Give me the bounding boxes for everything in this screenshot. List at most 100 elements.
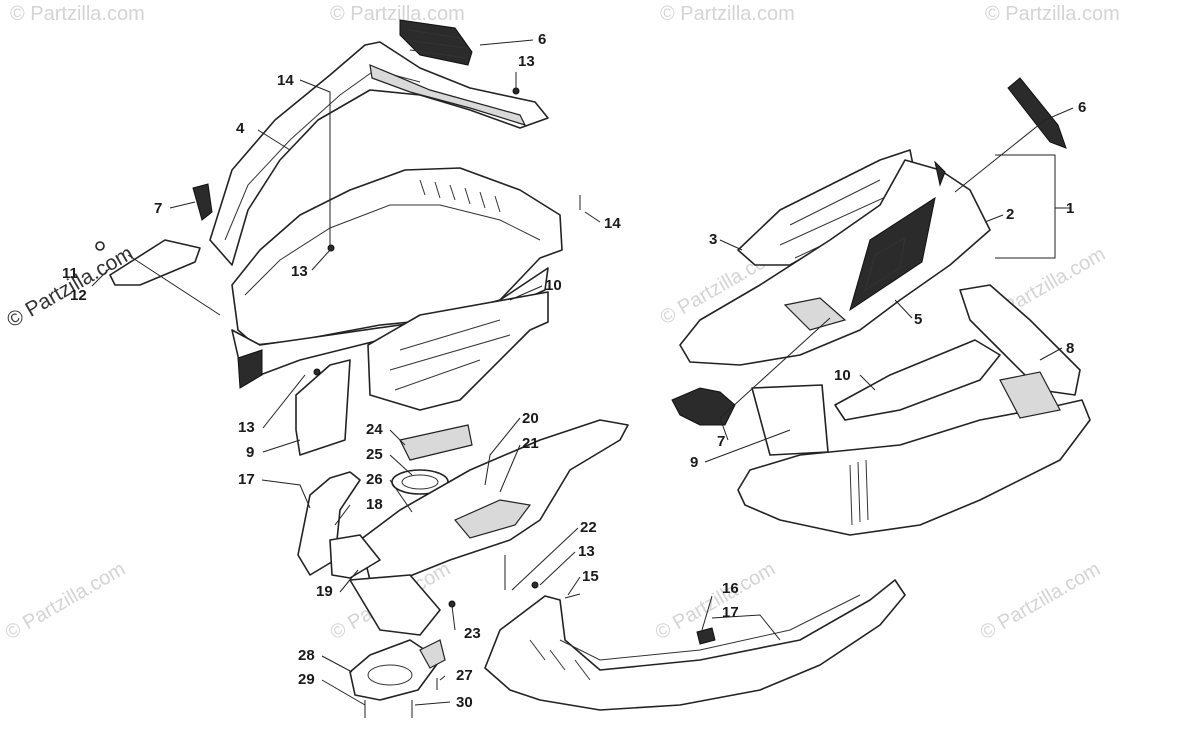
callout-16: 16 (722, 580, 739, 597)
callout-8: 8 (1066, 340, 1074, 357)
callout-13: 13 (578, 543, 595, 560)
callout-18: 18 (366, 496, 383, 513)
duct-ring-inner (401, 474, 439, 490)
leader-line (262, 439, 301, 453)
callout-11: 11 (62, 265, 78, 282)
leader-line (701, 595, 713, 631)
shroud-vent-opening (783, 297, 847, 331)
belly-pan-rail (559, 594, 861, 661)
leader-line (704, 429, 791, 463)
callout-28: 28 (298, 647, 315, 664)
callout-1: 1 (1066, 200, 1074, 217)
lower-duct-opening (367, 664, 413, 686)
callout-15: 15 (582, 568, 599, 585)
leader-line (339, 569, 359, 593)
callout-3: 3 (709, 231, 717, 248)
callout-2: 2 (1006, 206, 1014, 223)
callout-14: 14 (277, 72, 294, 89)
grille-part-right (1007, 77, 1067, 149)
belly-pan-main (484, 579, 906, 711)
foam-texture (389, 319, 511, 391)
leader-line (451, 605, 456, 631)
leader-lines (91, 39, 1074, 706)
side-deflector-18 (329, 534, 381, 579)
lower-shroud-8 (737, 399, 1091, 536)
hood-inner-edge (244, 204, 541, 296)
side-vent (192, 183, 213, 221)
leader-line (1039, 347, 1063, 361)
upper-side-panel (209, 41, 549, 266)
leader-line (539, 551, 576, 586)
callout-10: 10 (545, 277, 562, 294)
leader-line (439, 675, 446, 681)
leader-line (321, 679, 366, 706)
leader-line (389, 454, 413, 476)
callout-7: 7 (717, 433, 725, 450)
callout-9: 9 (690, 454, 698, 471)
leader-line (169, 201, 196, 209)
callout-25: 25 (366, 446, 383, 463)
leader-line (479, 39, 534, 46)
watermark: © Partzilla.com (10, 3, 145, 25)
watermark: © Partzilla.com (985, 3, 1120, 25)
watermark: © Partzilla.com (652, 558, 780, 644)
callout-19: 19 (316, 583, 333, 600)
leader-line (321, 655, 353, 673)
leader-line (334, 504, 351, 526)
callout-5: 5 (914, 311, 922, 328)
callout-14: 14 (604, 215, 621, 232)
foam-pad-10 (367, 291, 549, 411)
side-deflector-17 (297, 471, 361, 576)
leader-line (567, 576, 581, 596)
leader-line (414, 701, 451, 706)
leader-line (859, 374, 876, 391)
callout-12: 12 (70, 287, 87, 304)
side-vent-right (671, 387, 736, 426)
leader-line (484, 417, 521, 486)
leader-line (719, 239, 743, 251)
leader-line (389, 479, 413, 513)
callout-labels: 6 13 14 4 7 11 12 13 14 10 13 9 24 25 26… (62, 31, 1086, 711)
callout-13: 13 (238, 419, 255, 436)
callout-24: 24 (366, 421, 383, 438)
leader-line (584, 211, 601, 223)
leader-line (511, 527, 579, 591)
shroud-decal-5 (849, 196, 936, 312)
lower-shroud-vent (999, 371, 1061, 419)
leader-line (954, 107, 1074, 193)
watermark: © Partzilla.com (977, 558, 1105, 644)
leader-line (257, 129, 291, 151)
lower-duct-28 (349, 639, 441, 701)
leader-line (499, 444, 521, 493)
callout-7: 7 (154, 200, 162, 217)
leader-line (311, 249, 331, 271)
leader-line (894, 299, 913, 319)
grille-part (399, 19, 473, 66)
callout-6: 6 (538, 31, 546, 48)
callout-4: 4 (236, 120, 245, 137)
fastener (313, 368, 321, 376)
callout-17: 17 (238, 471, 255, 488)
watermark-layer: © Partzilla.com © Partzilla.com © Partzi… (2, 3, 1120, 644)
clip-27 (419, 639, 446, 669)
leader-line (91, 267, 111, 287)
callout-27: 27 (456, 667, 473, 684)
callout-6: 6 (1078, 99, 1086, 116)
callout-26: 26 (366, 471, 383, 488)
fastener (327, 244, 335, 252)
headlight-grille-left (237, 349, 263, 389)
bracket-part (109, 239, 201, 286)
lower-shroud-louvres (849, 459, 869, 526)
lower-shroud-upper (959, 284, 1081, 396)
belly-pan-slots (529, 639, 591, 681)
panel-vent-strip (369, 64, 527, 126)
watermark: © Partzilla.com (330, 3, 465, 25)
callout-30: 30 (456, 694, 473, 711)
callout-13: 13 (518, 53, 535, 70)
bracket-bolt (95, 241, 105, 251)
belly-pan-insert-21 (454, 499, 532, 539)
callout-13: 13 (291, 263, 308, 280)
lower-bracket-19 (349, 574, 441, 636)
leader-line (127, 254, 221, 316)
